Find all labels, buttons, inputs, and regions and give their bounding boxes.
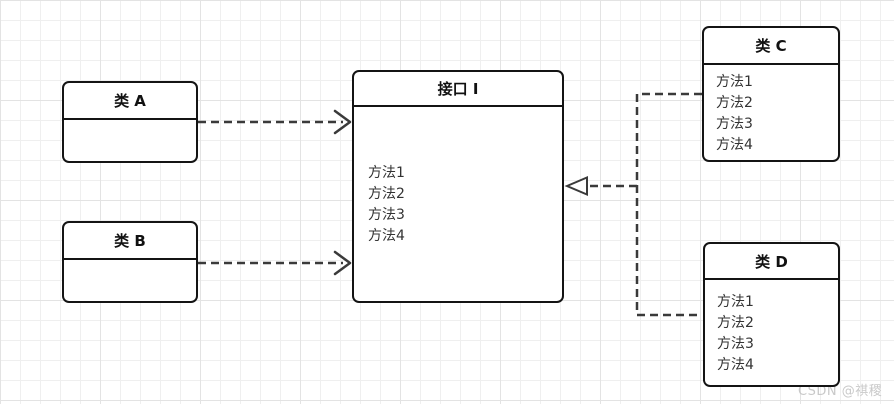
open-arrowhead-class-a (333, 109, 352, 135)
class-c-body: 方法1 方法2 方法3 方法4 (704, 65, 838, 160)
class-a-body (64, 120, 196, 161)
class-c-title: 类 C (704, 28, 838, 65)
method-item: 方法3 (368, 207, 405, 223)
method-item: 方法1 (717, 294, 754, 310)
method-item: 方法1 (368, 165, 405, 181)
class-a-node[interactable]: 类 A (62, 81, 198, 163)
class-d-node[interactable]: 类 D 方法1 方法2 方法3 方法4 (703, 242, 840, 387)
method-item: 方法1 (716, 74, 753, 90)
class-d-title: 类 D (705, 244, 838, 280)
interface-i-node[interactable]: 接口 I 方法1 方法2 方法3 方法4 (352, 70, 564, 303)
method-item: 方法4 (717, 357, 754, 373)
edge-class-c-class-d-rail[interactable] (635, 92, 702, 317)
method-item: 方法2 (717, 315, 754, 331)
class-a-title: 类 A (64, 83, 196, 120)
hollow-triangle-arrowhead (564, 175, 588, 197)
method-item: 方法4 (716, 137, 753, 153)
interface-i-body: 方法1 方法2 方法3 方法4 (354, 107, 562, 301)
method-item: 方法3 (717, 336, 754, 352)
watermark-text: CSDN @祺稷 (798, 384, 883, 399)
class-d-body: 方法1 方法2 方法3 方法4 (705, 280, 838, 385)
method-item: 方法2 (716, 95, 753, 111)
class-b-title: 类 B (64, 223, 196, 260)
class-b-body (64, 260, 196, 301)
method-item: 方法4 (368, 228, 405, 244)
open-arrowhead-class-b (333, 250, 352, 276)
method-item: 方法2 (368, 186, 405, 202)
method-item: 方法3 (716, 116, 753, 132)
class-b-node[interactable]: 类 B (62, 221, 198, 303)
interface-i-title: 接口 I (354, 72, 562, 107)
class-c-node[interactable]: 类 C 方法1 方法2 方法3 方法4 (702, 26, 840, 162)
